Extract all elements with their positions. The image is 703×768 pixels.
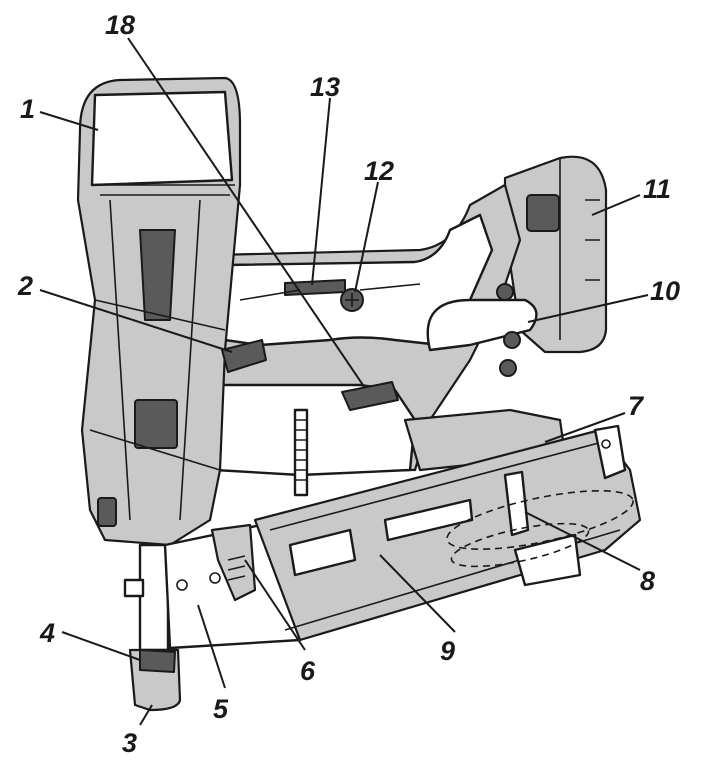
leader-8 — [524, 511, 641, 571]
depth-adjust-column — [293, 408, 309, 497]
nailer-illustration — [76, 76, 642, 712]
leader-5 — [197, 604, 226, 689]
leader-3 — [139, 704, 153, 726]
callout-8: 8 — [640, 566, 655, 596]
callout-5: 5 — [213, 694, 229, 724]
leader-12 — [354, 181, 379, 293]
callout-7: 7 — [628, 391, 645, 421]
callout-3: 3 — [122, 728, 137, 758]
callout-13: 13 — [310, 72, 340, 102]
leader-13 — [311, 97, 331, 286]
leader-7 — [544, 412, 626, 443]
belt-hook — [446, 470, 634, 568]
callout-12: 12 — [364, 156, 394, 186]
nose-assembly — [97, 497, 182, 712]
callout-11: 11 — [643, 174, 671, 204]
leader-lines — [39, 37, 649, 726]
callout-10: 10 — [650, 276, 680, 306]
leader-6 — [244, 559, 306, 651]
leader-9 — [379, 554, 456, 633]
leader-11 — [591, 194, 641, 216]
callout-4: 4 — [39, 618, 55, 648]
callout-1: 1 — [20, 94, 35, 124]
safety-lever — [221, 339, 267, 373]
motor-housing — [76, 76, 242, 547]
callout-6: 6 — [300, 656, 316, 686]
callout-9: 9 — [440, 636, 455, 666]
leader-18 — [127, 37, 366, 389]
callout-numbers: 1 2 3 4 5 6 7 8 9 10 11 12 13 18 — [17, 10, 680, 758]
rafter-hook — [426, 283, 538, 377]
callout-18: 18 — [105, 10, 135, 40]
callout-2: 2 — [17, 271, 33, 301]
leader-2 — [39, 289, 233, 353]
leader-10 — [527, 294, 649, 323]
trigger — [341, 381, 399, 411]
leader-4 — [61, 631, 141, 661]
leader-1 — [39, 111, 99, 131]
